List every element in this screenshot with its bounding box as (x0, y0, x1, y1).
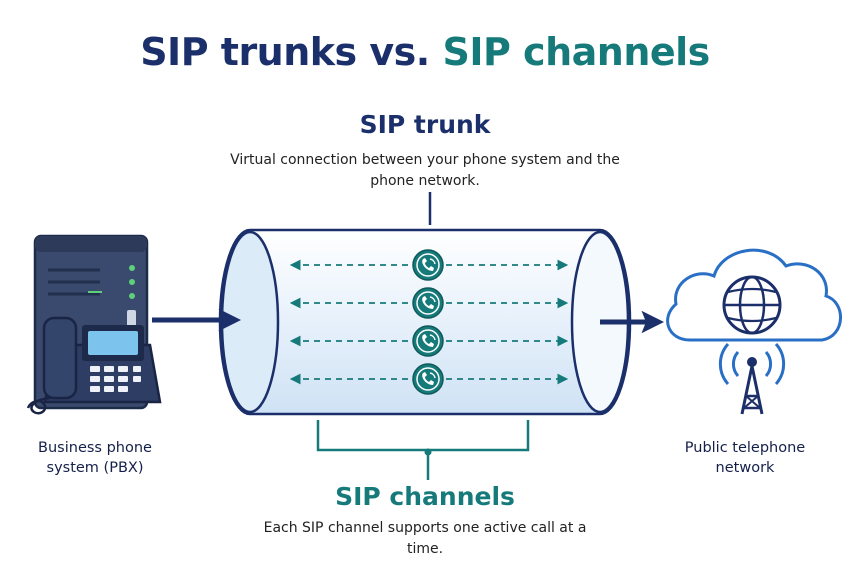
diagram-title: SIP trunks vs. SIP channels (0, 30, 850, 74)
pbx-server-phone-icon (26, 234, 162, 415)
sip-trunk-description: Virtual connection between your phone sy… (230, 152, 620, 189)
title-sip-channels: SIP channels (442, 30, 710, 74)
sip-channel-row (289, 363, 569, 395)
pbx-label: Business phone system (PBX) (38, 440, 152, 476)
sip-channels-description: Each SIP channel supports one active cal… (263, 520, 587, 557)
sip-channel-row (289, 249, 569, 281)
phone-call-icon (412, 287, 444, 319)
sip-channel-row (289, 287, 569, 319)
sip-channel-rows (289, 249, 569, 395)
sip-trunk-tube (218, 228, 632, 416)
public-network-label: Public telephone network (684, 440, 806, 476)
channels-pointer-dot (424, 448, 432, 456)
sip-trunk-heading: SIP trunk (359, 110, 491, 139)
phone-call-icon (412, 363, 444, 395)
cloud-globe-tower-icon (666, 248, 842, 415)
title-sip-trunks: SIP trunks vs. (140, 30, 430, 74)
phone-call-icon (412, 325, 444, 357)
sip-channels-heading: SIP channels (335, 482, 515, 511)
sip-channel-row (289, 325, 569, 357)
channels-bracket (316, 420, 530, 452)
phone-call-icon (412, 249, 444, 281)
